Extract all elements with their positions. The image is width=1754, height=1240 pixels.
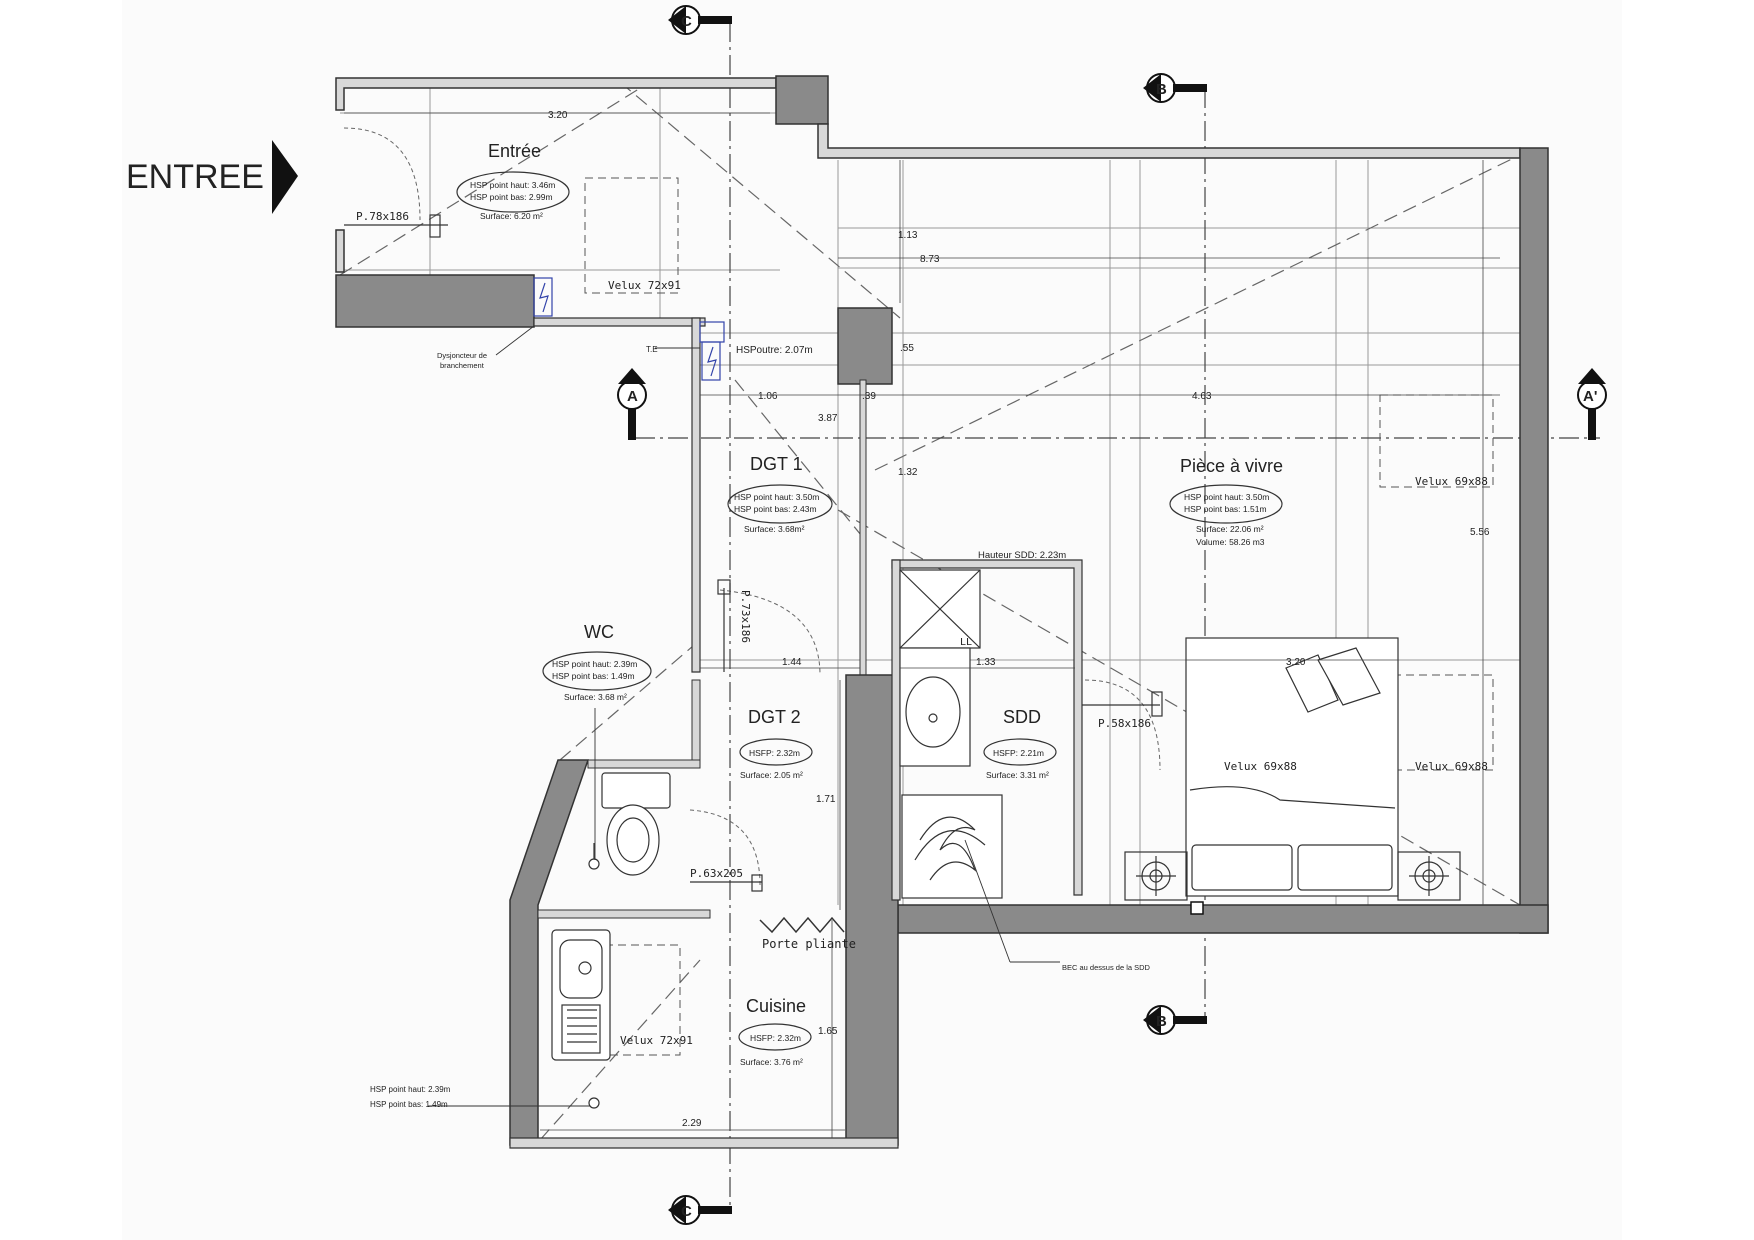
- wall-block-entree: [335, 274, 535, 328]
- dim-2-29: 2.29: [682, 1118, 702, 1129]
- room-name-piece: Pièce à vivre: [1180, 456, 1283, 476]
- entree-hsp-low: HSP point bas: 2.99m: [470, 192, 553, 202]
- svg-text:B: B: [1156, 1013, 1167, 1030]
- sdd-hsfp: HSFP: 2.21m: [993, 748, 1044, 758]
- dim-1-33: 1.33: [976, 657, 996, 668]
- electrical-panels: [533, 277, 725, 381]
- velux-label-bed-right: Velux 69x88: [1415, 760, 1488, 773]
- entree-label: ENTREE: [126, 158, 264, 196]
- room-name-sdd: SDD: [1003, 707, 1041, 727]
- radiator-right: [1397, 851, 1461, 901]
- dim-3-87: 3.87: [818, 413, 838, 424]
- svg-text:C: C: [681, 1203, 692, 1220]
- cuisine-hsfp: HSFP: 2.32m: [750, 1033, 801, 1043]
- wc-hsp-low: HSP point bas: 1.49m: [552, 671, 635, 681]
- wall-central: [845, 674, 899, 1146]
- svg-text:A: A: [627, 388, 638, 405]
- velux-label-bed-left: Velux 69x88: [1224, 760, 1297, 773]
- porte-pliante-label: Porte pliante: [762, 937, 856, 951]
- room-name-dgt1: DGT 1: [750, 454, 803, 474]
- hauteur-sdd-label: Hauteur SDD: 2.23m: [978, 550, 1066, 561]
- entree-hsp-high: HSP point haut: 3.46m: [470, 180, 555, 190]
- info-ellipses: [456, 171, 1283, 1051]
- dim-1-44: 1.44: [782, 657, 802, 668]
- radiator-left: [1124, 851, 1188, 901]
- section-marker-b-top[interactable]: B: [1143, 73, 1207, 103]
- dim-1-65: 1.65: [818, 1026, 838, 1037]
- svg-text:B: B: [1156, 81, 1167, 98]
- piece-volume: Volume: 58.26 m3: [1196, 537, 1265, 547]
- kitchen-sink: [551, 929, 611, 1109]
- dim-3-20-bed: 3.20: [1286, 657, 1306, 668]
- dim-8-73: 8.73: [920, 254, 940, 265]
- disjoncteur-label-2: branchement: [440, 361, 485, 370]
- doors: [343, 127, 1161, 886]
- chimney-middle: [837, 307, 893, 385]
- door-label-wc: P.63x205: [690, 867, 743, 880]
- folding-door: [759, 916, 845, 934]
- ll-label: LL: [960, 637, 972, 648]
- section-marker-a-prime[interactable]: A': [1577, 368, 1607, 440]
- door-handles: [344, 214, 1163, 892]
- piece-hsp-high: HSP point haut: 3.50m: [1184, 492, 1269, 502]
- dgt2-hsfp: HSFP: 2.32m: [749, 748, 800, 758]
- cuisine-hsp-high: HSP point haut: 2.39m: [370, 1085, 451, 1094]
- velux-label-cuisine: Velux 72x91: [620, 1034, 693, 1047]
- dgt1-hsp-low: HSP point bas: 2.43m: [734, 504, 817, 514]
- svg-text:A': A': [1583, 388, 1597, 405]
- dimension-lines: [344, 112, 1500, 1138]
- dim-1-71: 1.71: [816, 794, 836, 805]
- dim-5-56: 5.56: [1470, 527, 1490, 538]
- dim-3-20-top: 3.20: [548, 110, 568, 121]
- door-label-entree: P.78x186: [356, 210, 409, 223]
- wc-hsp-high: HSP point haut: 2.39m: [552, 659, 637, 669]
- dimensions: 3.20 1.13 8.73 .55 1.06 .39 4.63 3.87 1.…: [548, 110, 1490, 1129]
- room-name-dgt2: DGT 2: [748, 707, 801, 727]
- walls: [335, 75, 1549, 1149]
- room-name-entree: Entrée: [488, 141, 541, 161]
- cuisine-surface: Surface: 3.76 m²: [740, 1057, 803, 1067]
- dim-4-63: 4.63: [1192, 391, 1212, 402]
- bed: [1185, 637, 1399, 897]
- dim-1-13: 1.13: [898, 230, 918, 241]
- piece-hsp-low: HSP point bas: 1.51m: [1184, 504, 1267, 514]
- piece-surface: Surface: 22.06 m²: [1196, 524, 1264, 534]
- wall-bottom-living: [897, 904, 1549, 934]
- room-name-wc: WC: [584, 622, 614, 642]
- bec-label: BEC au dessus de la SDD: [1062, 963, 1151, 972]
- svg-text:C: C: [681, 13, 692, 30]
- te-label: T.E: [646, 345, 658, 354]
- hs-poutre-label: HSPoutre: 2.07m: [736, 345, 813, 356]
- room-name-cuisine: Cuisine: [746, 996, 806, 1016]
- leader-lines: [428, 325, 1060, 1107]
- dim-39: .39: [862, 391, 876, 402]
- dgt1-surface: Surface: 3.68m²: [744, 524, 805, 534]
- sdd-surface: Surface: 3.31 m²: [986, 770, 1049, 780]
- section-marker-a[interactable]: A: [617, 368, 647, 440]
- dim-55: .55: [900, 343, 914, 354]
- section-marker-c-top[interactable]: C: [668, 5, 732, 35]
- door-label-dgt1: P.73x186: [739, 590, 752, 643]
- door-label-sdd: P.58x186: [1098, 717, 1151, 730]
- entree-surface: Surface: 6.20 m²: [480, 211, 543, 221]
- disjoncteur-label-1: Dysjoncteur de: [437, 351, 487, 360]
- dim-1-06: 1.06: [758, 391, 778, 402]
- dgt2-surface: Surface: 2.05 m²: [740, 770, 803, 780]
- chimney-top: [775, 75, 829, 125]
- velux-label-entree: Velux 72x91: [608, 279, 681, 292]
- section-marker-b-bottom[interactable]: B: [1143, 1005, 1207, 1035]
- wall-right: [1519, 147, 1549, 934]
- wc-toilet: [588, 772, 671, 876]
- cuisine-hsp-low: HSP point bas: 1.49m: [370, 1100, 448, 1109]
- velux-label-piece: Velux 69x88: [1415, 475, 1488, 488]
- dgt1-hsp-high: HSP point haut: 3.50m: [734, 492, 819, 502]
- dim-1-32: 1.32: [898, 467, 918, 478]
- section-marker-c-bottom[interactable]: C: [668, 1195, 732, 1225]
- bec-marker: [1190, 901, 1204, 915]
- wc-surface: Surface: 3.68 m²: [564, 692, 627, 702]
- entree-arrow: ENTREE: [126, 140, 298, 214]
